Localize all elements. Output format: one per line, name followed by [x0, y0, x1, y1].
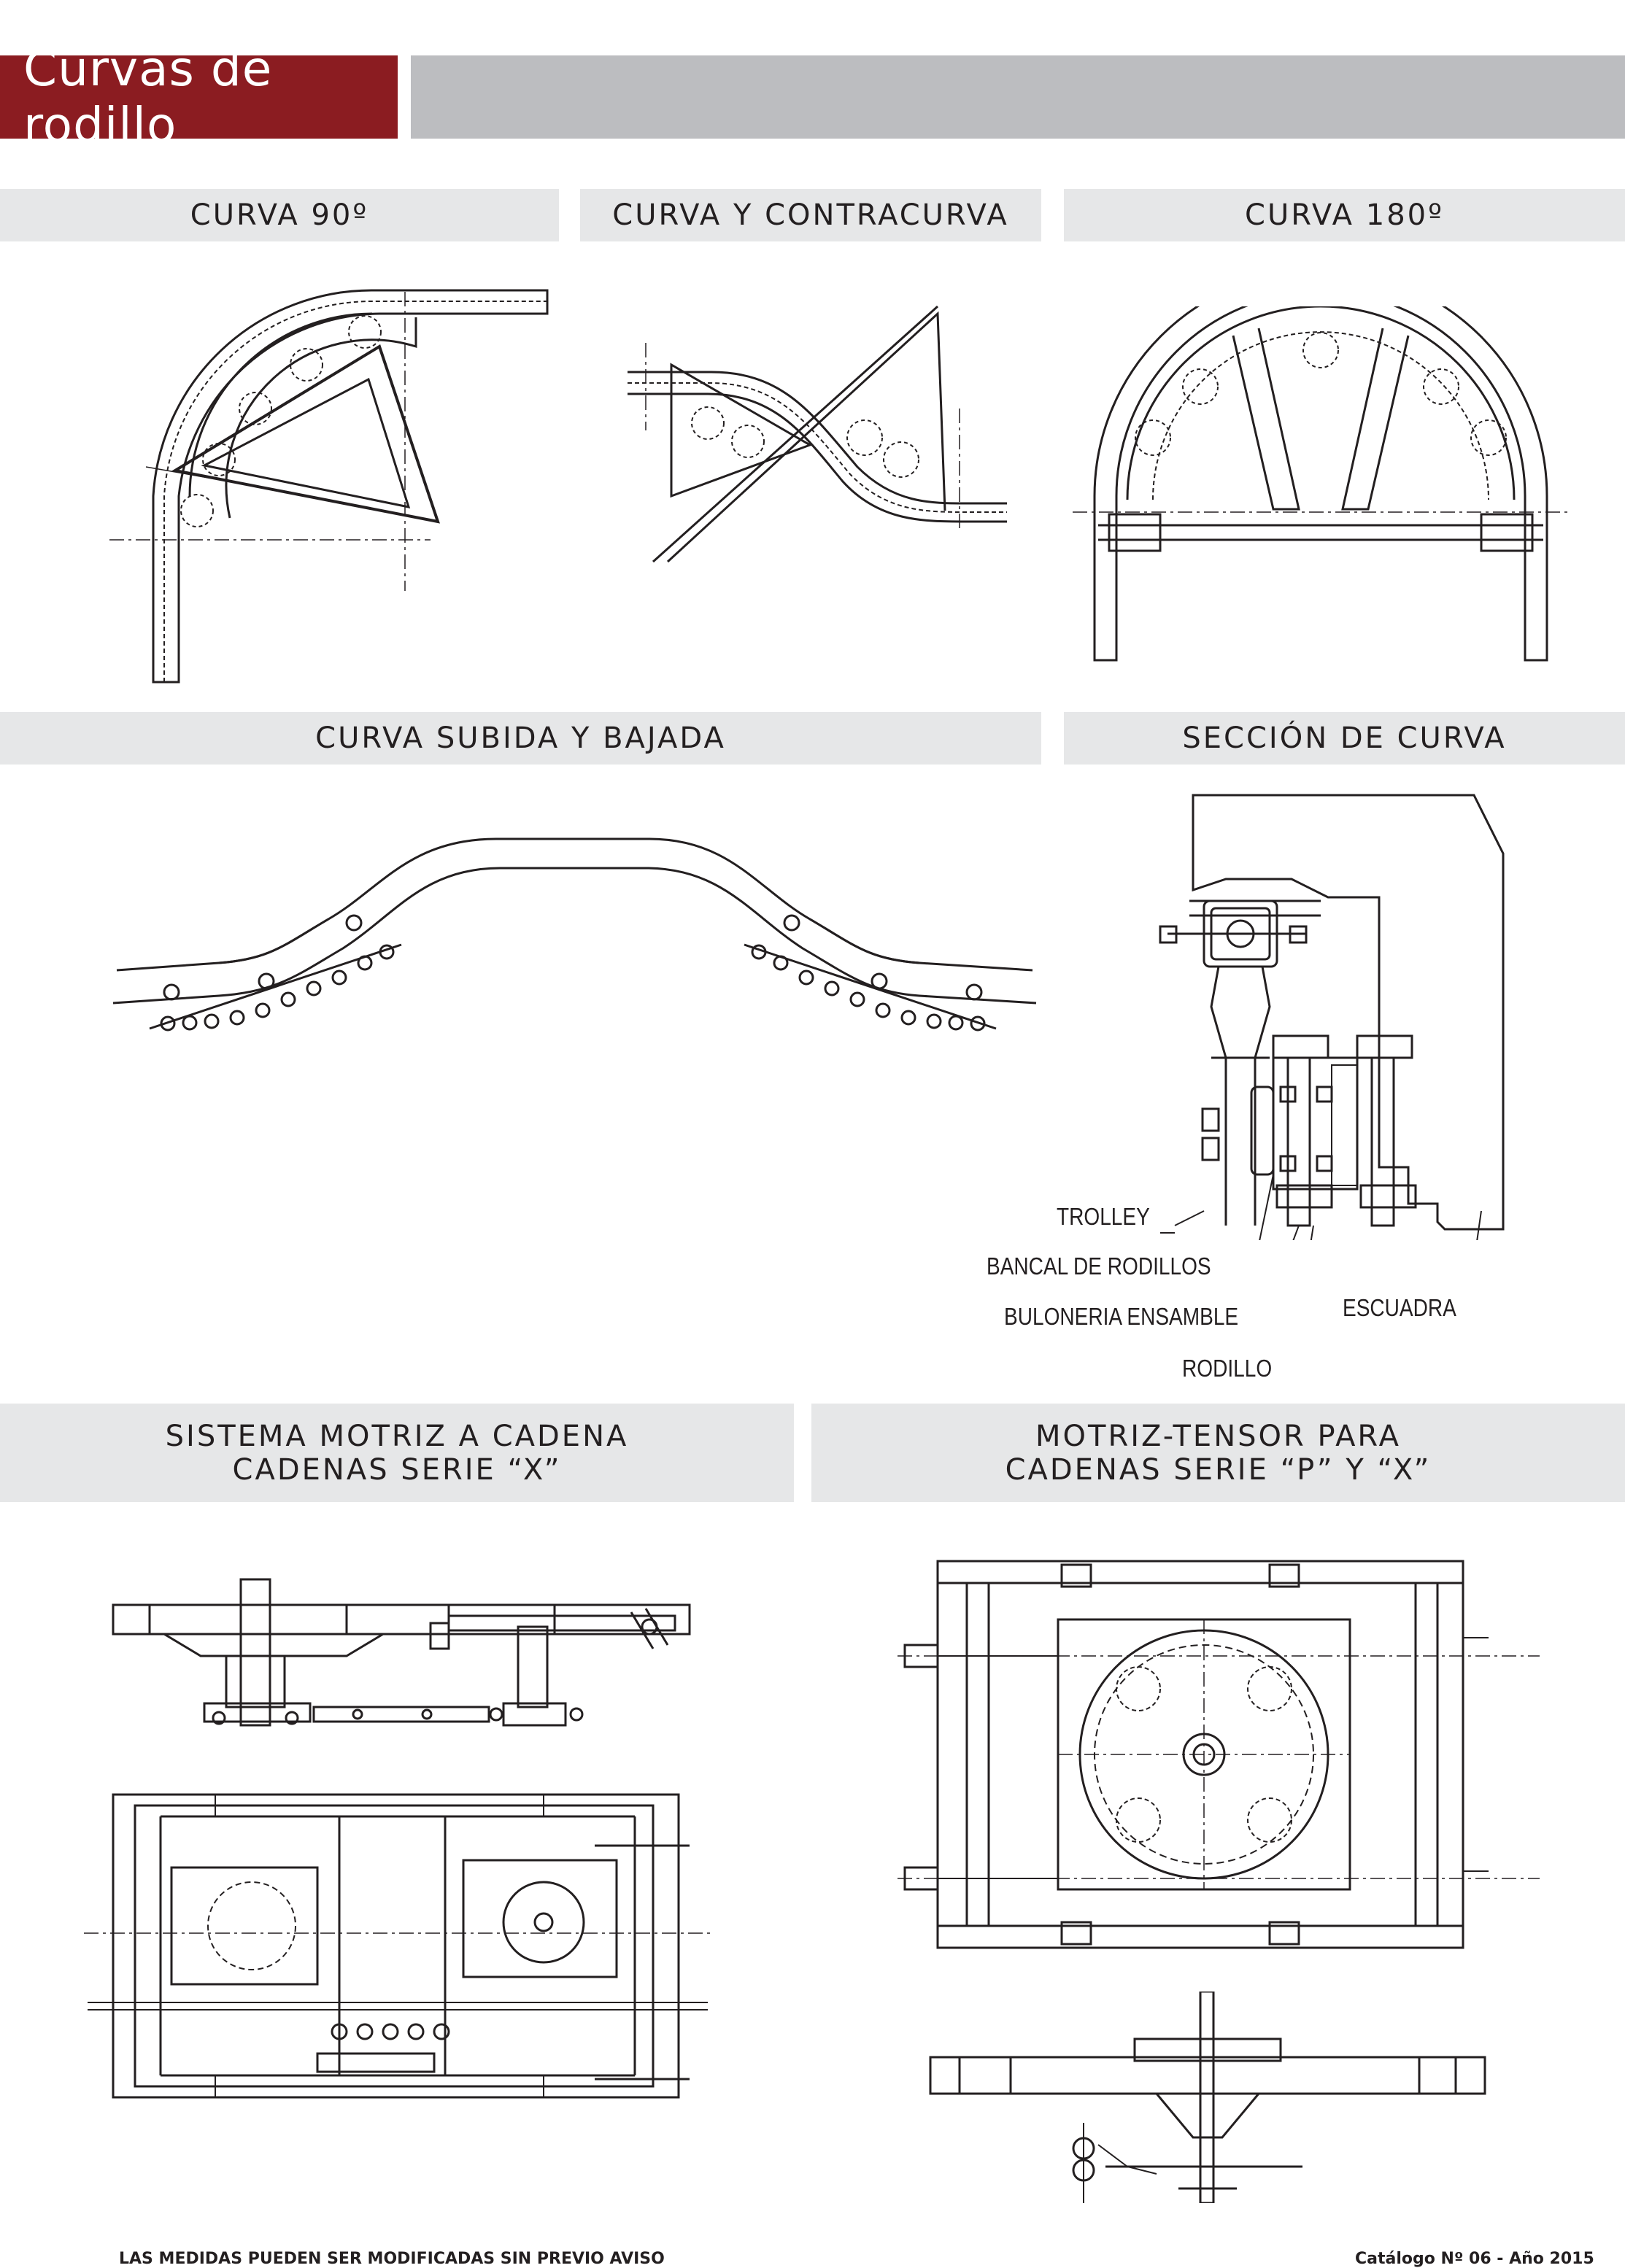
section-header-curva-contracurva: CURVA Y CONTRACURVA	[580, 189, 1041, 241]
callout-rodillo: RODILLO	[1182, 1355, 1273, 1382]
drawing-motriz-tensor-side	[923, 1992, 1492, 2203]
section-header-curva-180: CURVA 180º	[1064, 189, 1625, 241]
drawing-curva-180	[1073, 306, 1569, 671]
drawing-sistema-motriz-side	[106, 1568, 704, 1743]
callout-bancal-de-rodillos: BANCAL DE RODILLOS	[987, 1253, 1211, 1280]
drawing-curva-subida-bajada	[102, 817, 1043, 1065]
section-header-curva-90: CURVA 90º	[0, 189, 559, 241]
section-header-motriz-tensor: MOTRIZ-TENSOR PARA CADENAS SERIE “P” Y “…	[811, 1404, 1625, 1502]
callout-buloneria-ensamble: BULONERIA ENSAMBLE	[1004, 1303, 1239, 1330]
drawing-seccion-curva	[1146, 788, 1525, 1240]
drawing-curva-90	[109, 277, 562, 686]
section-header-sistema-motriz: SISTEMA MOTRIZ A CADENA CADENAS SERIE “X…	[0, 1404, 794, 1502]
section-header-seccion-curva: SECCIÓN DE CURVA	[1064, 712, 1625, 765]
motriz-tensor-title-line2: CADENAS SERIE “P” Y “X”	[1005, 1452, 1432, 1487]
sistema-motriz-title-line2: CADENAS SERIE “X”	[232, 1452, 562, 1487]
callout-trolley: TROLLEY	[1057, 1203, 1150, 1230]
callout-escuadra: ESCUADRA	[1343, 1294, 1456, 1321]
footer-notice: LAS MEDIDAS PUEDEN SER MODIFICADAS SIN P…	[119, 2250, 665, 2268]
motriz-tensor-title-line1: MOTRIZ-TENSOR PARA	[1035, 1419, 1401, 1453]
drawing-motriz-tensor-top	[898, 1554, 1540, 1962]
footer-catalog: Catálogo Nº 06 - Año 2015	[1355, 2250, 1594, 2268]
sistema-motriz-title-line1: SISTEMA MOTRIZ A CADENA	[165, 1419, 629, 1453]
section-header-curva-subida-bajada: CURVA SUBIDA Y BAJADA	[0, 712, 1041, 765]
drawing-curva-contracurva	[624, 299, 1032, 576]
page-title: Curvas de rodillo	[0, 41, 398, 153]
drawing-sistema-motriz-top	[84, 1791, 711, 2105]
title-bar	[411, 55, 1625, 139]
